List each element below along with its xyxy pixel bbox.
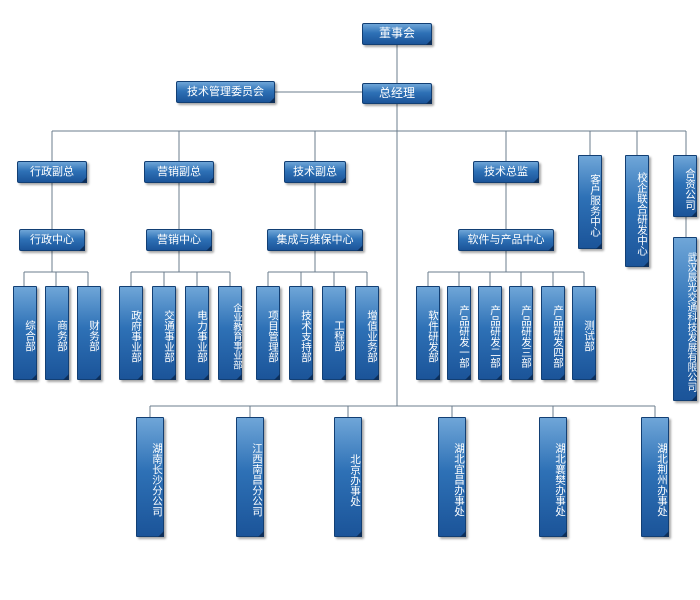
software-center-box: 软件与产品中心 — [458, 229, 554, 251]
dept-product-rd-2-box: 产品研发二部 — [478, 286, 502, 380]
cto-box: 技术总监 — [473, 161, 539, 183]
dept-business-box: 商务部 — [45, 286, 69, 380]
branch-yichang-box: 湖北宜昌办事处 — [438, 417, 466, 537]
dept-finance-box: 财务部 — [77, 286, 101, 380]
admin-center-box: 行政中心 — [19, 229, 85, 251]
dept-project-management-box: 项目管理部 — [256, 286, 280, 380]
vp-admin-box: 行政副总 — [17, 161, 87, 183]
dept-product-rd-4-box: 产品研发四部 — [541, 286, 565, 380]
customer-service-box: 客户服务中心 — [578, 155, 602, 249]
vp-tech-box: 技术副总 — [284, 161, 346, 183]
dept-product-rd-3-box: 产品研发三部 — [509, 286, 533, 380]
dept-testing-box: 测试部 — [572, 286, 596, 380]
dept-general-box: 综合部 — [13, 286, 37, 380]
integration-center-box: 集成与维保中心 — [267, 229, 363, 251]
dept-software-rd-box: 软件研发部 — [416, 286, 440, 380]
dept-transport-box: 交通事业部 — [152, 286, 176, 380]
dept-tech-support-box: 技术支持部 — [289, 286, 313, 380]
dept-product-rd-1-box: 产品研发一部 — [447, 286, 471, 380]
dept-engineering-box: 工程部 — [322, 286, 346, 380]
branch-beijing-box: 北京办事处 — [334, 417, 362, 537]
dept-value-added-box: 增值业务部 — [355, 286, 379, 380]
branch-jingzhou-box: 湖北荆州办事处 — [641, 417, 669, 537]
dept-government-box: 政府事业部 — [119, 286, 143, 380]
branch-xiangfan-box: 湖北襄樊办事处 — [539, 417, 567, 537]
vp-sales-box: 营销副总 — [144, 161, 214, 183]
wuhan-company-box: 武汉辰光交通科技发展有限公司 — [673, 237, 697, 401]
board-box: 董事会 — [362, 23, 432, 45]
dept-enterprise-education-box: 企业教育事业部 — [218, 286, 242, 380]
branch-changsha-box: 湖南长沙分公司 — [136, 417, 164, 537]
school-enterprise-box: 校企联合研发中心 — [625, 155, 649, 267]
sales-center-box: 营销中心 — [146, 229, 212, 251]
dept-power-box: 电力事业部 — [185, 286, 209, 380]
general-manager-box: 总经理 — [362, 83, 432, 104]
joint-venture-box: 合资公司 — [673, 155, 697, 217]
committee-box: 技术管理委员会 — [176, 81, 275, 103]
branch-nanchang-box: 江西南昌分公司 — [236, 417, 264, 537]
